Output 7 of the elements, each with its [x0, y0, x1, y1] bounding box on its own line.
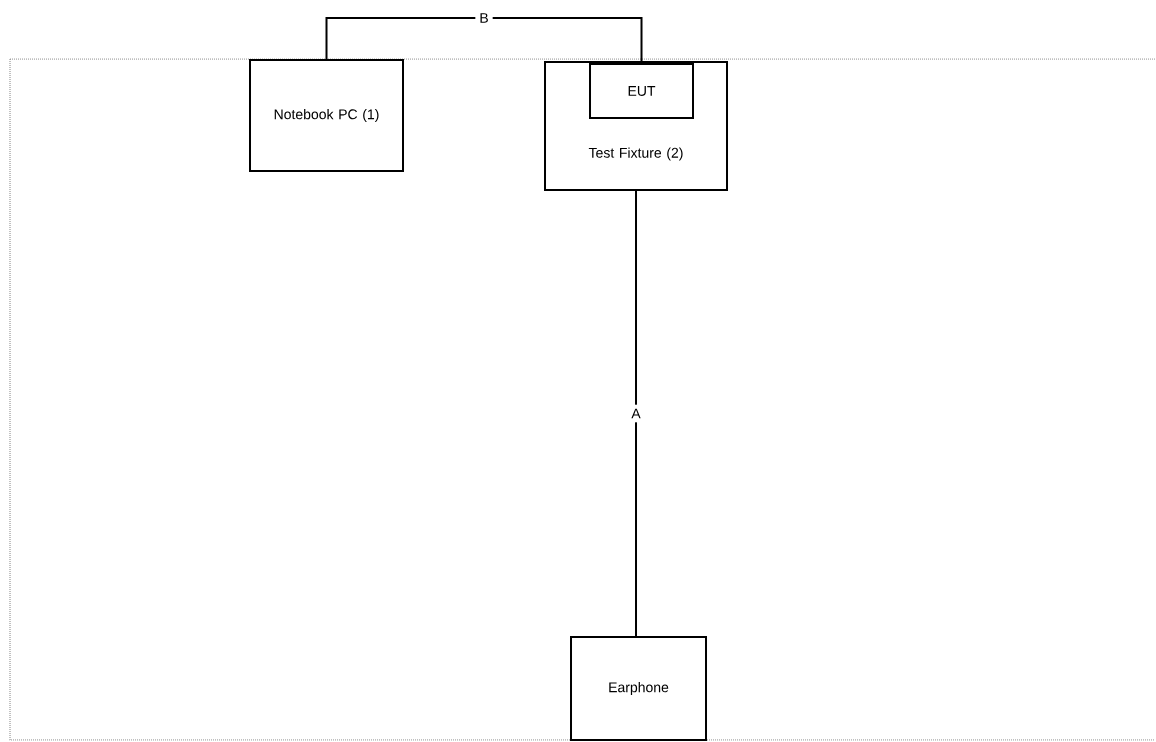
device-box: EUT	[589, 63, 694, 119]
cable-line	[325, 17, 643, 64]
cable-line	[635, 190, 637, 637]
edge-label: B	[475, 9, 493, 27]
edge-label: A	[627, 404, 645, 423]
device-box: Notebook PC (1)	[249, 59, 404, 172]
device-box: Earphone	[570, 636, 707, 741]
